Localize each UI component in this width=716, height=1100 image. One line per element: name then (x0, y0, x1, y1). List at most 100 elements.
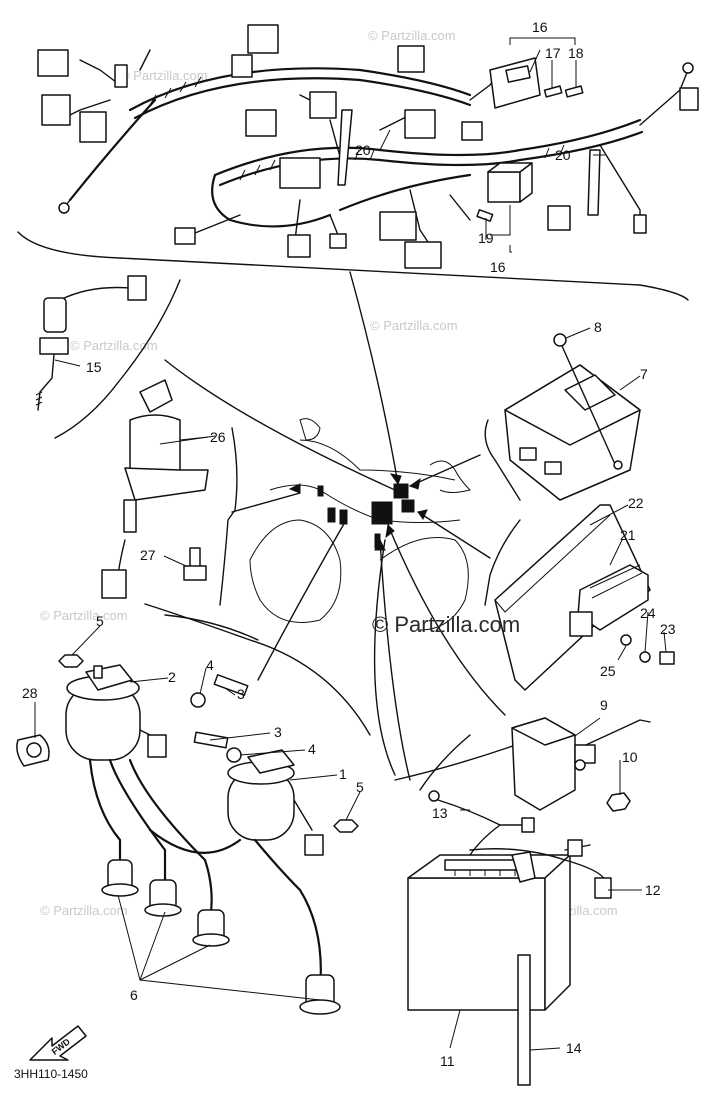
callout-10: 10 (622, 749, 638, 765)
cable-tie-20 (587, 149, 601, 216)
nut-10 (606, 792, 631, 812)
connector-block (329, 233, 347, 249)
callout-11: 11 (440, 1053, 455, 1069)
callout-19: 19 (478, 230, 494, 246)
watermark-main: © Partzilla.com (372, 612, 520, 637)
connector-block (679, 87, 699, 111)
terminal-ring (682, 62, 694, 74)
callout-25: 25 (600, 663, 616, 679)
connector-block (247, 24, 279, 54)
relay-lower (487, 171, 521, 203)
neutral-switch-15 (35, 275, 147, 411)
main-switch-26 (101, 379, 216, 599)
callout-20: 20 (355, 142, 371, 158)
callout-9: 9 (600, 697, 608, 713)
bolt-8 (553, 333, 615, 463)
callout-4: 4 (206, 657, 214, 673)
right-upper-bracket (484, 419, 521, 606)
connector-block (404, 109, 436, 139)
fuse-19 (476, 209, 494, 222)
callout-18: 18 (568, 45, 584, 61)
watermark: © Partzilla.com (370, 318, 458, 333)
connector-block (397, 45, 425, 73)
callout-labels: 16 17 18 19 16 20 20 15 8 7 26 27 22 21 … (22, 19, 676, 1069)
washer-4 (190, 692, 206, 708)
relay-mounted (401, 499, 415, 513)
part-code: 3HH110-1450 (14, 1067, 88, 1081)
callout-26: 26 (210, 429, 226, 445)
callout-20-right: 20 (555, 147, 571, 163)
connector-block (245, 109, 277, 137)
ignition-coil-2 (65, 664, 167, 761)
connector-block (461, 121, 483, 141)
callout-21: 21 (620, 527, 636, 543)
connector-block (37, 49, 69, 77)
lower-left-bracket (144, 603, 371, 736)
callout-22: 22 (628, 495, 644, 511)
connector-block (231, 54, 253, 78)
callout-17: 17 (545, 45, 561, 61)
callout-3-lower: 3 (274, 724, 282, 740)
connector-block (41, 94, 71, 126)
connector-block (287, 234, 311, 258)
relay-mounted (371, 501, 393, 525)
callout-13: 13 (432, 805, 448, 821)
connector-block (174, 227, 196, 245)
callout-16: 16 (532, 19, 548, 35)
bolt-3 (213, 674, 249, 696)
spark-plug-caps-6 (101, 859, 341, 1015)
positive-lead-12 (469, 839, 612, 899)
connector-block (279, 157, 321, 189)
watermark: © Partzilla.com (40, 608, 128, 623)
watermark: © Partzilla.com (70, 338, 158, 353)
clamp-28 (16, 734, 50, 767)
callout-24: 24 (640, 605, 656, 621)
connector-block (114, 64, 128, 88)
fuse-17 (543, 85, 563, 98)
callout-15: 15 (86, 359, 102, 375)
callout-8: 8 (594, 319, 602, 335)
negative-lead-13 (428, 790, 535, 856)
connector-block (379, 211, 417, 241)
connector-block (79, 111, 107, 143)
washer-4 (226, 747, 242, 763)
callout-1: 1 (339, 766, 347, 782)
bolt-27 (183, 547, 207, 581)
connector-block (309, 91, 337, 119)
callout-6: 6 (130, 987, 138, 1003)
high-tension-leads (88, 758, 322, 992)
motorcycle-outline (249, 418, 471, 631)
harness-connectors (37, 24, 699, 269)
starter-relay-9 (511, 717, 651, 811)
lower-right-bracket (394, 734, 531, 791)
connector-block (404, 241, 442, 269)
callout-27: 27 (140, 547, 156, 563)
watermark: © Partzilla.com (368, 28, 456, 43)
nut-5 (333, 819, 359, 833)
left-bracket (54, 279, 238, 606)
cable-tie-20 (337, 109, 353, 186)
watermark: © Partzilla.com (120, 68, 208, 83)
callout-12: 12 (645, 882, 661, 898)
cdi-unit-7 (504, 364, 641, 501)
harness-bracket-line (17, 231, 689, 301)
connector-block (633, 214, 647, 234)
leader-lines (164, 271, 506, 781)
callout-28: 28 (22, 685, 38, 701)
callout-7: 7 (640, 366, 648, 382)
callout-14: 14 (566, 1040, 582, 1056)
callout-5-lower: 5 (356, 779, 364, 795)
terminal-ring (58, 202, 70, 214)
callout-23: 23 (660, 621, 676, 637)
callout-leaders (34, 49, 667, 1051)
rectifier-21 (569, 564, 649, 637)
battery-breather-14 (517, 954, 531, 1086)
callout-5: 5 (96, 613, 104, 629)
callout-2: 2 (168, 669, 176, 685)
battery-11 (407, 854, 571, 1011)
harness-clamps (337, 109, 601, 216)
callout-16-lower: 16 (490, 259, 506, 275)
callout-4-lower: 4 (308, 741, 316, 757)
relay-group (476, 37, 584, 253)
